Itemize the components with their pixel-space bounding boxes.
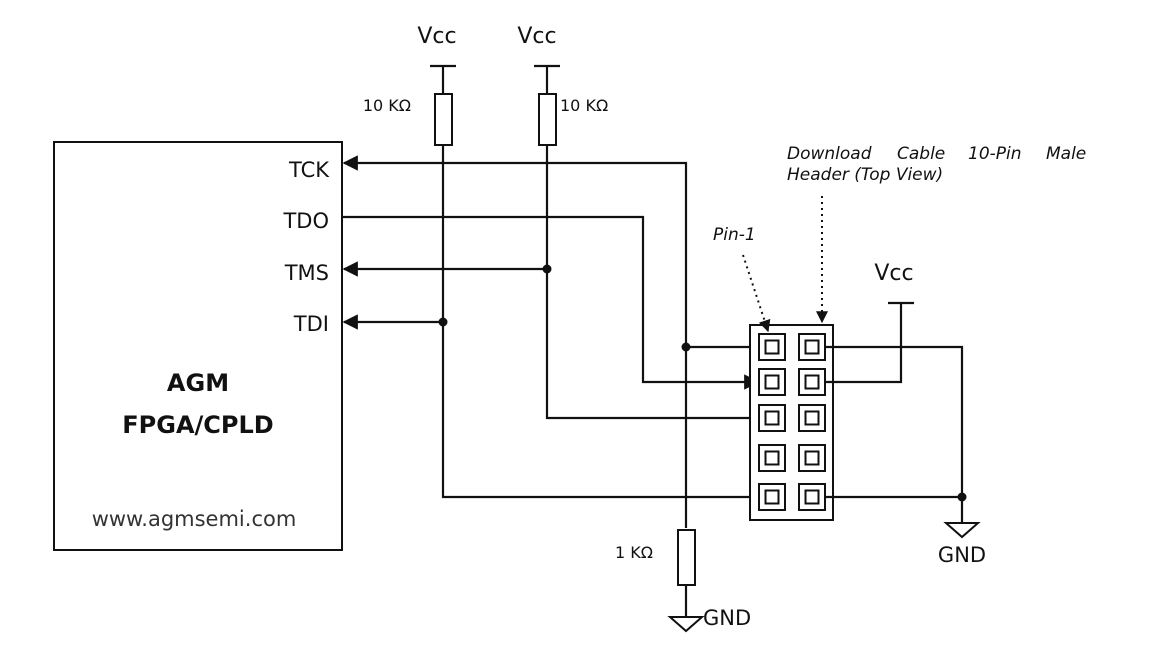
header-pin-3	[758, 368, 786, 396]
resistor-1k	[677, 529, 696, 586]
junction-tck	[681, 342, 691, 352]
header-pin-4	[798, 368, 826, 396]
net-tdo	[342, 215, 760, 390]
gnd-label-bottom: GND	[703, 606, 751, 630]
header-pin-5	[758, 404, 786, 432]
header-pin-1	[758, 333, 786, 361]
pin-label-tdo: TDO	[282, 209, 329, 233]
header-pins	[758, 333, 826, 511]
net-tdi-rail	[441, 145, 760, 499]
gnd-icon-right	[943, 522, 981, 539]
resistor-10k-left	[434, 93, 453, 146]
header-pin-9	[758, 483, 786, 511]
resistor-10k-right	[538, 93, 557, 146]
header-captions: Download Cable 10-Pin Male Header (Top V…	[713, 144, 1086, 333]
signal-nets	[342, 145, 760, 528]
caption-word-2: Cable	[897, 144, 945, 164]
header-pin-6	[798, 404, 826, 432]
junction-tms	[542, 264, 552, 274]
chip-url: www.agmsemi.com	[92, 507, 297, 531]
gnd-icon-bottom	[667, 616, 705, 633]
pin-label-tck: TCK	[288, 158, 330, 182]
resistor-10k-left-label: 10 KΩ	[363, 96, 411, 115]
net-tms-rail	[545, 145, 760, 420]
caption-word-3: 10-Pin	[968, 144, 1022, 164]
fpga-chip: TCK TDO TMS TDI AGM FPGA/CPLD www.agmsem…	[53, 141, 343, 551]
net-tck	[342, 155, 688, 528]
header-pin-2	[798, 333, 826, 361]
pullup-network: Vcc 10 KΩ Vcc 10 KΩ	[363, 24, 608, 146]
pin1-pointer	[742, 254, 771, 333]
vcc-label-header: Vcc	[874, 261, 913, 286]
resistor-10k-right-label: 10 KΩ	[560, 96, 608, 115]
caption-line-2: Header (Top View)	[787, 165, 943, 185]
header-pin-7	[758, 444, 786, 472]
pin-label-tms: TMS	[284, 261, 329, 285]
resistor-1k-label: 1 KΩ	[615, 543, 653, 562]
chip-body	[53, 141, 343, 551]
junction-gnd	[957, 492, 967, 502]
header-pin-10	[798, 483, 826, 511]
pin-label-tdi: TDI	[293, 312, 329, 336]
caption-word-4: Male	[1046, 144, 1086, 164]
junction-tdi	[438, 317, 448, 327]
chip-title-line1: AGM	[167, 369, 229, 397]
pulldown-network: 1 KΩ GND	[615, 529, 751, 633]
net-header-gnd	[826, 345, 964, 523]
gnd-label-right: GND	[938, 543, 986, 567]
chip-title-line2: FPGA/CPLD	[122, 411, 273, 439]
header-pin-8	[798, 444, 826, 472]
pin1-label: Pin-1	[713, 225, 756, 245]
vcc-label-left: Vcc	[417, 24, 456, 49]
net-header-vcc	[826, 303, 903, 384]
vcc-label-right: Vcc	[517, 24, 556, 49]
caption-word-1: Download	[787, 144, 872, 164]
header-right-nets: Vcc GND	[826, 261, 986, 567]
